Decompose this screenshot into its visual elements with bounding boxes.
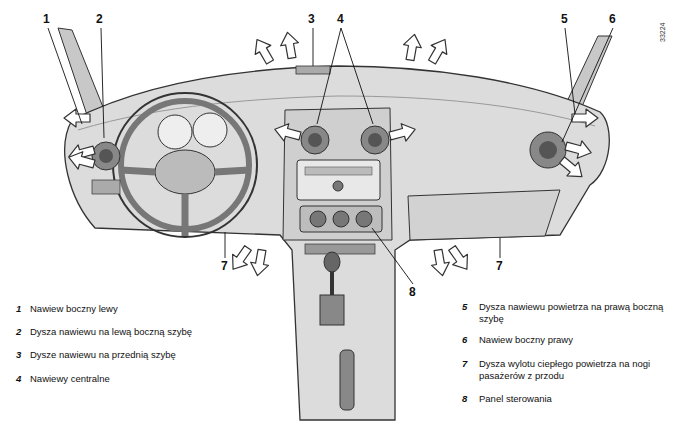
callout-number: 2 — [96, 12, 103, 27]
key-text: Dysza nawiewu na lewą boczną szybę — [30, 326, 192, 338]
key-number: 6 — [462, 334, 467, 346]
key-text: Dysza nawiewu powietrza na prawą boczną … — [479, 301, 664, 325]
key-text: Nawiew boczny lewy — [30, 303, 118, 315]
key-number: 5 — [462, 301, 467, 313]
key-text: Dysze nawiewu na przednią szybę — [30, 349, 176, 361]
key-number: 4 — [16, 373, 21, 385]
key-number: 2 — [16, 326, 21, 338]
key-number: 1 — [16, 303, 21, 315]
callout-number: 7 — [221, 259, 228, 274]
key-text: Nawiewy centralne — [30, 373, 110, 385]
key-number: 7 — [462, 358, 467, 370]
key-number: 8 — [462, 393, 467, 405]
callout-number: 5 — [561, 12, 568, 27]
key-text: Panel sterowania — [479, 393, 552, 405]
callout-number: 6 — [609, 12, 616, 27]
callout-number: 1 — [43, 12, 50, 27]
callout-number: 4 — [337, 12, 344, 27]
callout-number: 8 — [409, 285, 416, 300]
key-text: Dysza wylotu ciepłego powietrza na nogi … — [479, 358, 664, 382]
callout-number: 7 — [496, 259, 503, 274]
watermark-number: 33224 — [659, 23, 668, 42]
key-number: 3 — [16, 349, 21, 361]
callout-number: 3 — [308, 12, 315, 27]
key-text: Nawiew boczny prawy — [479, 334, 573, 346]
